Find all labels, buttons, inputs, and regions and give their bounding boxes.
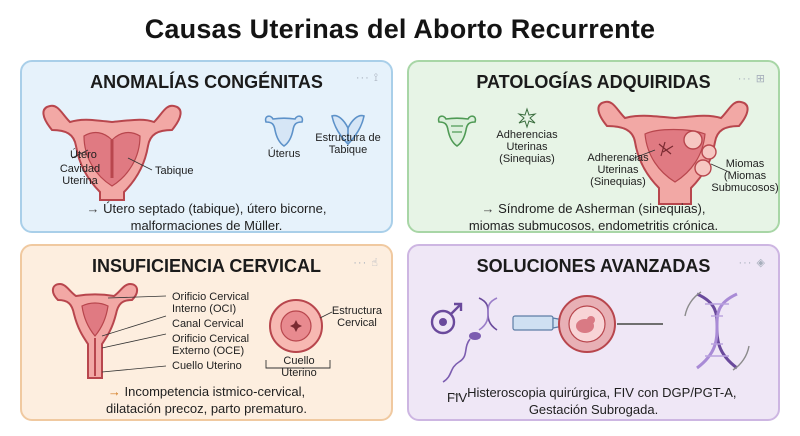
small-uterus-icon <box>264 115 304 147</box>
label-adherencias-big: Adherencias Uterinas (Sinequias) <box>587 152 649 188</box>
description: → Útero septado (tabique), útero bicorne… <box>86 201 327 233</box>
adhesion-star-icon <box>517 107 537 129</box>
sperm-icon <box>442 332 481 383</box>
panel-soluciones-avanzadas: SOLUCIONES AVANZADAS ··· ◈ FIV → <box>407 244 780 421</box>
dna-helix-icon <box>684 291 750 371</box>
label-cuello-uterino-2: Cuello Uterino <box>281 355 317 379</box>
cervix-uterus-illustration <box>52 282 167 379</box>
small-uterus-icon <box>437 115 477 147</box>
label-estructura-cervical: Estructura Cervical <box>331 305 383 329</box>
septate-uterus-illustration <box>42 104 182 201</box>
label-cuello-uterino: Cuello Uterino <box>172 360 242 372</box>
panel-insuficiencia-cervical: INSUFICIENCIA CERVICAL ··· ☝ Orificio Ce… <box>20 244 393 421</box>
target-icon: ··· ◈ <box>738 257 766 269</box>
panel-anomalias-congenitas: ANOMALÍAS CONGÉNITAS ··· ⟟ Útero Cavidad… <box>20 60 393 233</box>
fibroid-uterus-illustration <box>597 100 749 205</box>
label-uterus: Úterus <box>267 148 301 160</box>
label-oci: Orificio Cervical Interno (OCI) <box>172 291 250 315</box>
description: → Incompetencia istmico-cervical, dilata… <box>106 384 307 416</box>
panel-patologias-adquiridas: PATOLOGÍAS ADQUIRIDAS ··· ⊞ Adherencias … <box>407 60 780 233</box>
label-oce: Orificio Cervical Externo (OCE) <box>172 333 250 357</box>
panel-title: SOLUCIONES AVANZADAS <box>476 256 711 276</box>
panel-title: INSUFICIENCIA CERVICAL <box>91 256 322 276</box>
description: → Histeroscopia quirúrgica, FIV con DGP/… <box>450 385 737 417</box>
panel-title: ANOMALÍAS CONGÉNITAS <box>90 72 323 92</box>
page-title: Causas Uterinas del Aborto Recurrente <box>144 14 656 44</box>
bracket-line <box>265 360 331 369</box>
small-septum-icon <box>331 114 365 146</box>
pipette-icon <box>617 323 663 325</box>
uterus-icon: ··· ⟟ <box>355 72 379 84</box>
label-adherencias-small: Adherencias Uterinas (Sinequias) <box>496 129 558 165</box>
label-tabique: Tabique <box>155 165 194 177</box>
description: → Síndrome de Asherman (sinequias), miom… <box>468 201 719 233</box>
label-miomas: Miomas (Miomas Submucosos) <box>711 158 779 194</box>
embryo-in-uterus-icon <box>558 295 616 353</box>
label-utero: Útero <box>70 149 97 161</box>
label-fiv: FIV <box>447 390 468 405</box>
hand-pointer-icon: ··· ☝ <box>353 257 379 269</box>
gender-symbols-icon <box>430 302 463 335</box>
dna-small-icon <box>478 297 498 331</box>
medical-kit-icon: ··· ⊞ <box>737 73 766 85</box>
label-cavidad-uterina: Cavidad Uterina <box>59 163 101 187</box>
panel-title: PATOLOGÍAS ADQUIRIDAS <box>476 72 711 92</box>
label-canal-cervical: Canal Cervical <box>172 318 244 330</box>
cervix-cross-section-icon <box>269 299 333 353</box>
label-estructura-tabique: Estructura de Tabique <box>315 132 381 156</box>
